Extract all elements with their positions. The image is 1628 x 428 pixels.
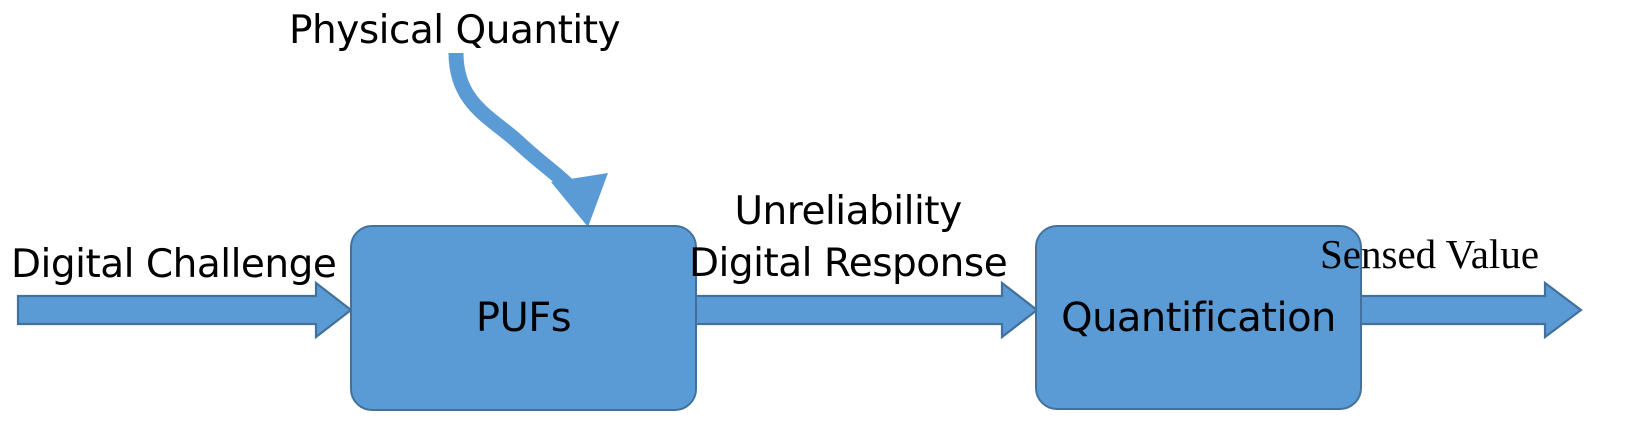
label-digital-challenge: Digital Challenge <box>11 242 337 287</box>
arrow-quantification-to-output <box>1358 280 1583 340</box>
process-box-pufs-label: PUFs <box>475 295 572 341</box>
label-unreliability-digital-response: Unreliability Digital Response <box>689 186 1008 290</box>
label-physical-quantity: Physical Quantity <box>289 8 621 53</box>
label-unreliability-line: Unreliability <box>734 189 963 234</box>
label-digital-response-line: Digital Response <box>689 241 1008 286</box>
label-sensed-value: Sensed Value <box>1320 231 1540 277</box>
arrow-pufs-to-quantification <box>693 280 1039 340</box>
curved-arrow-physical-quantity <box>448 52 608 227</box>
process-box-quantification-label: Quantification <box>1061 294 1336 341</box>
process-box-quantification[interactable]: Quantification <box>1035 225 1362 410</box>
arrow-challenge-to-pufs <box>16 280 353 340</box>
process-box-pufs[interactable]: PUFs <box>350 225 697 411</box>
